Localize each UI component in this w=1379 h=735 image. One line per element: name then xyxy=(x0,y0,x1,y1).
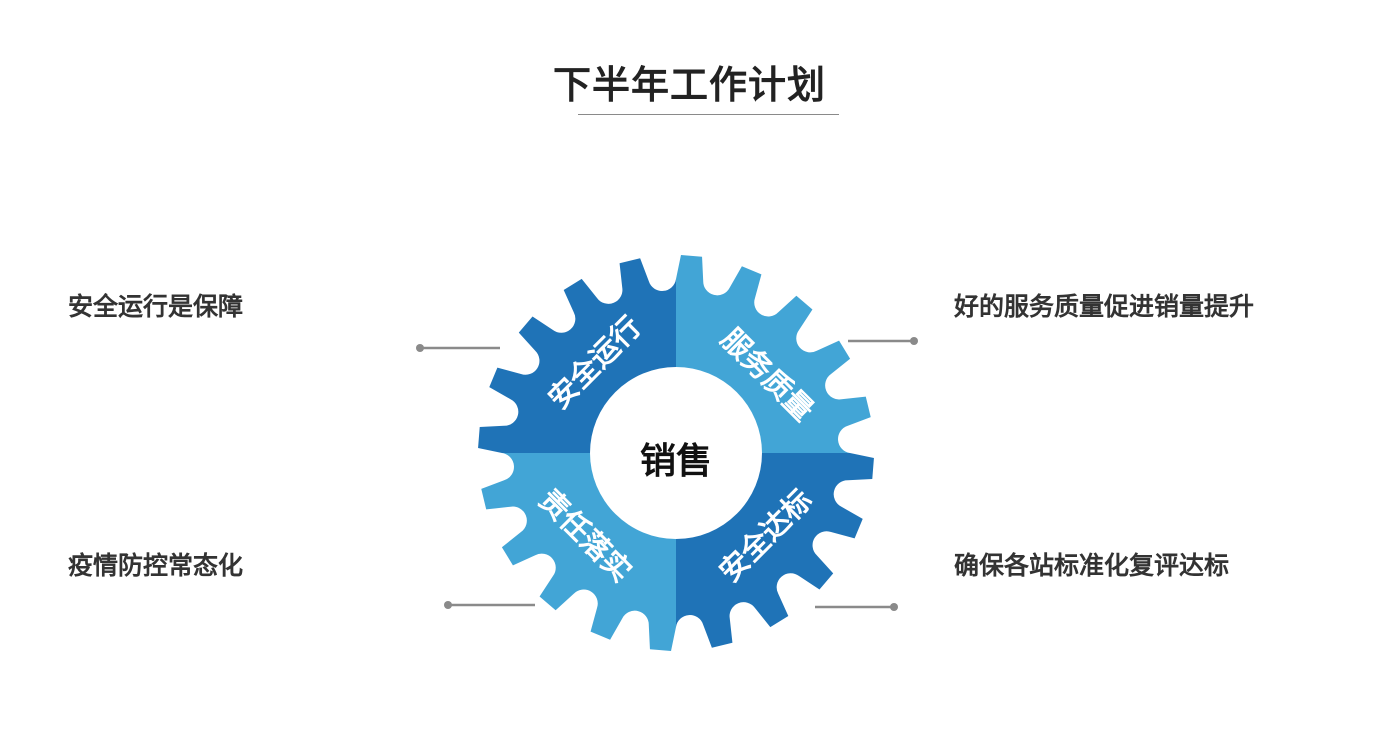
connector-top-left xyxy=(416,344,500,352)
title-underline xyxy=(578,114,839,115)
note-bottom-left: 疫情防控常态化 xyxy=(68,551,244,580)
connector-bottom-right xyxy=(815,603,898,611)
note-top-left: 安全运行是保障 xyxy=(68,292,244,321)
center-label: 销售 xyxy=(640,441,712,482)
connector-top-right xyxy=(848,337,918,345)
note-bottom-right: 确保各站标准化复评达标 xyxy=(954,551,1230,580)
connector-bottom-left xyxy=(444,601,535,609)
gear-hub xyxy=(590,367,762,539)
page-title: 下半年工作计划 xyxy=(552,63,826,107)
note-top-right: 好的服务质量促进销量提升 xyxy=(954,292,1255,321)
